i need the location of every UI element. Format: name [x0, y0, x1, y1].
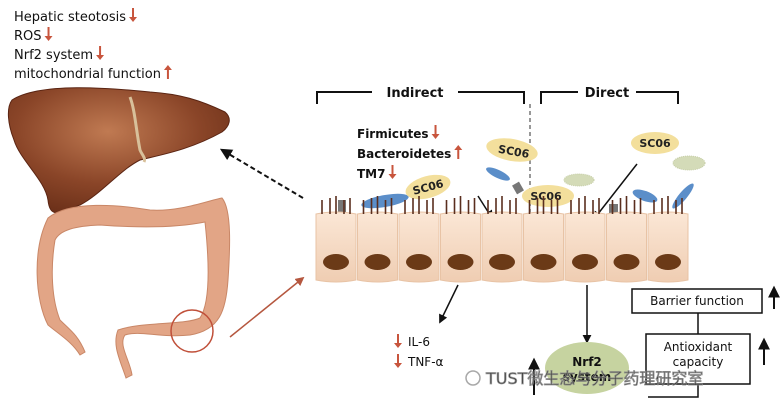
down-arrow-icon [388, 165, 397, 179]
epithelial-cell [357, 196, 398, 283]
microbiota-item: Firmicutes [357, 127, 429, 141]
up-arrow-icon [163, 65, 172, 79]
microbiota-item: TM7 [357, 167, 385, 181]
nucleus [530, 254, 557, 270]
connector-line [648, 384, 699, 398]
indirect-label: Indirect [386, 86, 443, 101]
antioxidant-box: Antioxidant capacity [645, 333, 770, 385]
bacteria [338, 155, 706, 216]
epithelial-cell [440, 196, 481, 283]
microbiota-item: Bacteroidetes [357, 147, 451, 161]
down-arrow-icon [394, 354, 402, 368]
nucleus [406, 254, 432, 270]
epithelial-cell [523, 196, 564, 283]
colon-illustration [36, 197, 231, 379]
blue-bacterium [632, 189, 658, 203]
antioxidant-label-line1: Antioxidant [664, 340, 733, 354]
sc06-to-cell-arrow-direct [592, 163, 638, 221]
antioxidant-label-line2: capacity [673, 355, 724, 369]
nucleus [655, 254, 681, 270]
gray-bacterium [512, 181, 524, 195]
sc06-label: SC06 [497, 143, 530, 161]
blue-bacterium [672, 183, 694, 209]
indirect-bracket: Indirect [316, 86, 525, 104]
down-arrow-icon [44, 27, 53, 41]
liver-effect-item: Hepatic steotosis [14, 10, 126, 25]
epithelial-cell [398, 196, 440, 283]
colon-to-epithelium-arrow [229, 276, 305, 338]
epithelial-cell [647, 196, 689, 283]
liver-effect-item: mitochondrial function [14, 67, 161, 82]
gray-bacterium [338, 200, 346, 212]
nucleus [613, 254, 640, 270]
nrf2-label-line1: Nrf2 [572, 355, 602, 369]
liver-effect-item: ROS [14, 29, 42, 44]
epithelial-cell [606, 196, 647, 283]
nucleus [323, 254, 349, 270]
nucleus [447, 254, 474, 270]
direct-label: Direct [585, 86, 629, 101]
gray-bacterium [609, 204, 618, 216]
up-arrow-icon [454, 145, 463, 159]
nucleus [489, 254, 515, 270]
to-cytokines-arrow [439, 284, 459, 324]
liver-illustration [7, 87, 230, 214]
liver-effect-item: Nrf2 system [14, 48, 93, 63]
cytokine-item: IL-6 [408, 335, 430, 349]
blue-bacterium [486, 167, 510, 181]
cytokine-item: TNF-α [407, 355, 444, 369]
nrf2-label-line2: system [563, 370, 612, 384]
nrf2-system: Nrf2 system [528, 342, 629, 395]
sc06-label: SC06 [639, 137, 671, 150]
zoom-circle [170, 309, 214, 353]
barrier-label: Barrier function [650, 294, 744, 308]
epithelial-cell [481, 196, 523, 283]
nucleus [572, 254, 598, 270]
gut-liver-dashed-arrow [219, 148, 304, 199]
watermark-text: TUST微生态与分子药理研究室 [485, 369, 703, 388]
down-arrow-icon [129, 8, 138, 22]
direct-bracket: Direct [540, 86, 679, 104]
epithelial-cell [564, 196, 606, 283]
epithelial-cell [315, 196, 357, 283]
green-bacterium [672, 155, 706, 171]
watermark: TUST微生态与分子药理研究室 [465, 369, 704, 388]
green-bacterium [563, 173, 595, 187]
down-arrow-icon [431, 125, 440, 139]
barrier-function-box: Barrier function [631, 285, 780, 314]
down-arrow-icon [96, 46, 105, 60]
epithelial-cell-layer [315, 196, 689, 283]
nucleus [364, 254, 391, 270]
wechat-icon [465, 370, 481, 386]
down-arrow-icon [394, 334, 402, 348]
